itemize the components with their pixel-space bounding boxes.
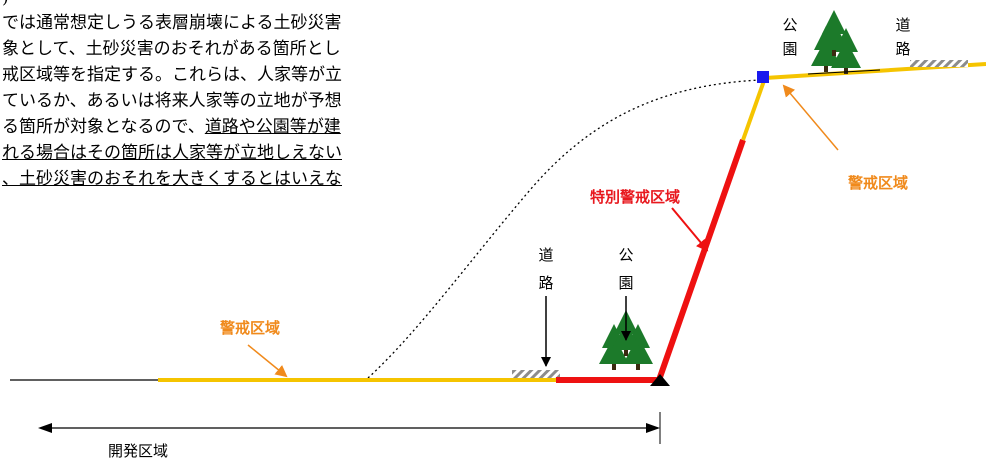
warning-zone-label-right: 警戒区域 xyxy=(847,174,908,192)
label-park-bottom: 公 園 xyxy=(618,246,633,292)
park-trees-top xyxy=(811,10,861,74)
slope-top-marker xyxy=(757,71,769,83)
paragraph-line: 戒区域等を指定する。これらは、人家等が立 xyxy=(2,65,342,85)
paragraph-underlined-line: 、土砂災害のおそれを大きくするとはいえな xyxy=(2,169,342,189)
paragraph-line: ているか、あるいは将来人家等の立地が予想 xyxy=(2,91,342,111)
top-ground-line xyxy=(807,69,881,75)
road-hatch-top xyxy=(910,60,968,67)
warning-zone-label-left: 警戒区域 xyxy=(219,319,280,337)
label-road-bottom-1: 道 xyxy=(538,246,553,264)
original-slope-dotted-line xyxy=(367,79,761,379)
label-road-bottom: 道 路 xyxy=(538,246,553,292)
paragraph-text: る箇所が対象となるので、 xyxy=(2,117,205,137)
paragraph-underlined-text: 道路や公園等が建 xyxy=(204,117,341,137)
warning-zone-upper-slope xyxy=(741,77,767,141)
paragraph-underlined-line: れる場合はその箇所は人家等が立地しえない xyxy=(2,143,342,163)
road-hatch-bottom xyxy=(512,370,560,378)
label-road-top: 道 路 xyxy=(895,16,910,58)
label-park-top-2: 園 xyxy=(782,40,797,58)
special-warning-zone-label: 特別警戒区域 xyxy=(590,188,680,206)
warning-zone-arrow-left xyxy=(247,344,288,378)
slope-toe-marker xyxy=(650,374,670,386)
special-zone-slope-line xyxy=(656,139,746,381)
paragraph-line: ) xyxy=(0,0,486,10)
label-road-bottom-2: 路 xyxy=(538,274,553,292)
label-park-bottom-1: 公 xyxy=(618,246,633,264)
dimension-arrow-right xyxy=(646,423,660,433)
label-park-top-1: 公 xyxy=(782,16,797,34)
paragraph-line: る箇所が対象となるので、道路や公園等が建 xyxy=(0,114,486,140)
paragraph-line: では通常想定しうる表層崩壊による土砂災害 xyxy=(2,13,342,33)
description-paragraph: ) では通常想定しうる表層崩壊による土砂災害 象として、土砂災害のおそれがある箇… xyxy=(0,0,486,192)
special-zone-arrow xyxy=(671,207,709,252)
label-park-bottom-2: 園 xyxy=(618,274,633,292)
paragraph-line: 象として、土砂災害のおそれがある箇所とし xyxy=(2,39,341,59)
label-park-top: 公 園 xyxy=(782,16,797,58)
dimension-arrow-left xyxy=(38,423,52,433)
development-area-label: 開発区域 xyxy=(108,442,168,460)
label-road-top-2: 路 xyxy=(895,40,910,58)
warning-zone-arrow-right xyxy=(782,84,839,151)
label-road-top-1: 道 xyxy=(895,16,910,34)
